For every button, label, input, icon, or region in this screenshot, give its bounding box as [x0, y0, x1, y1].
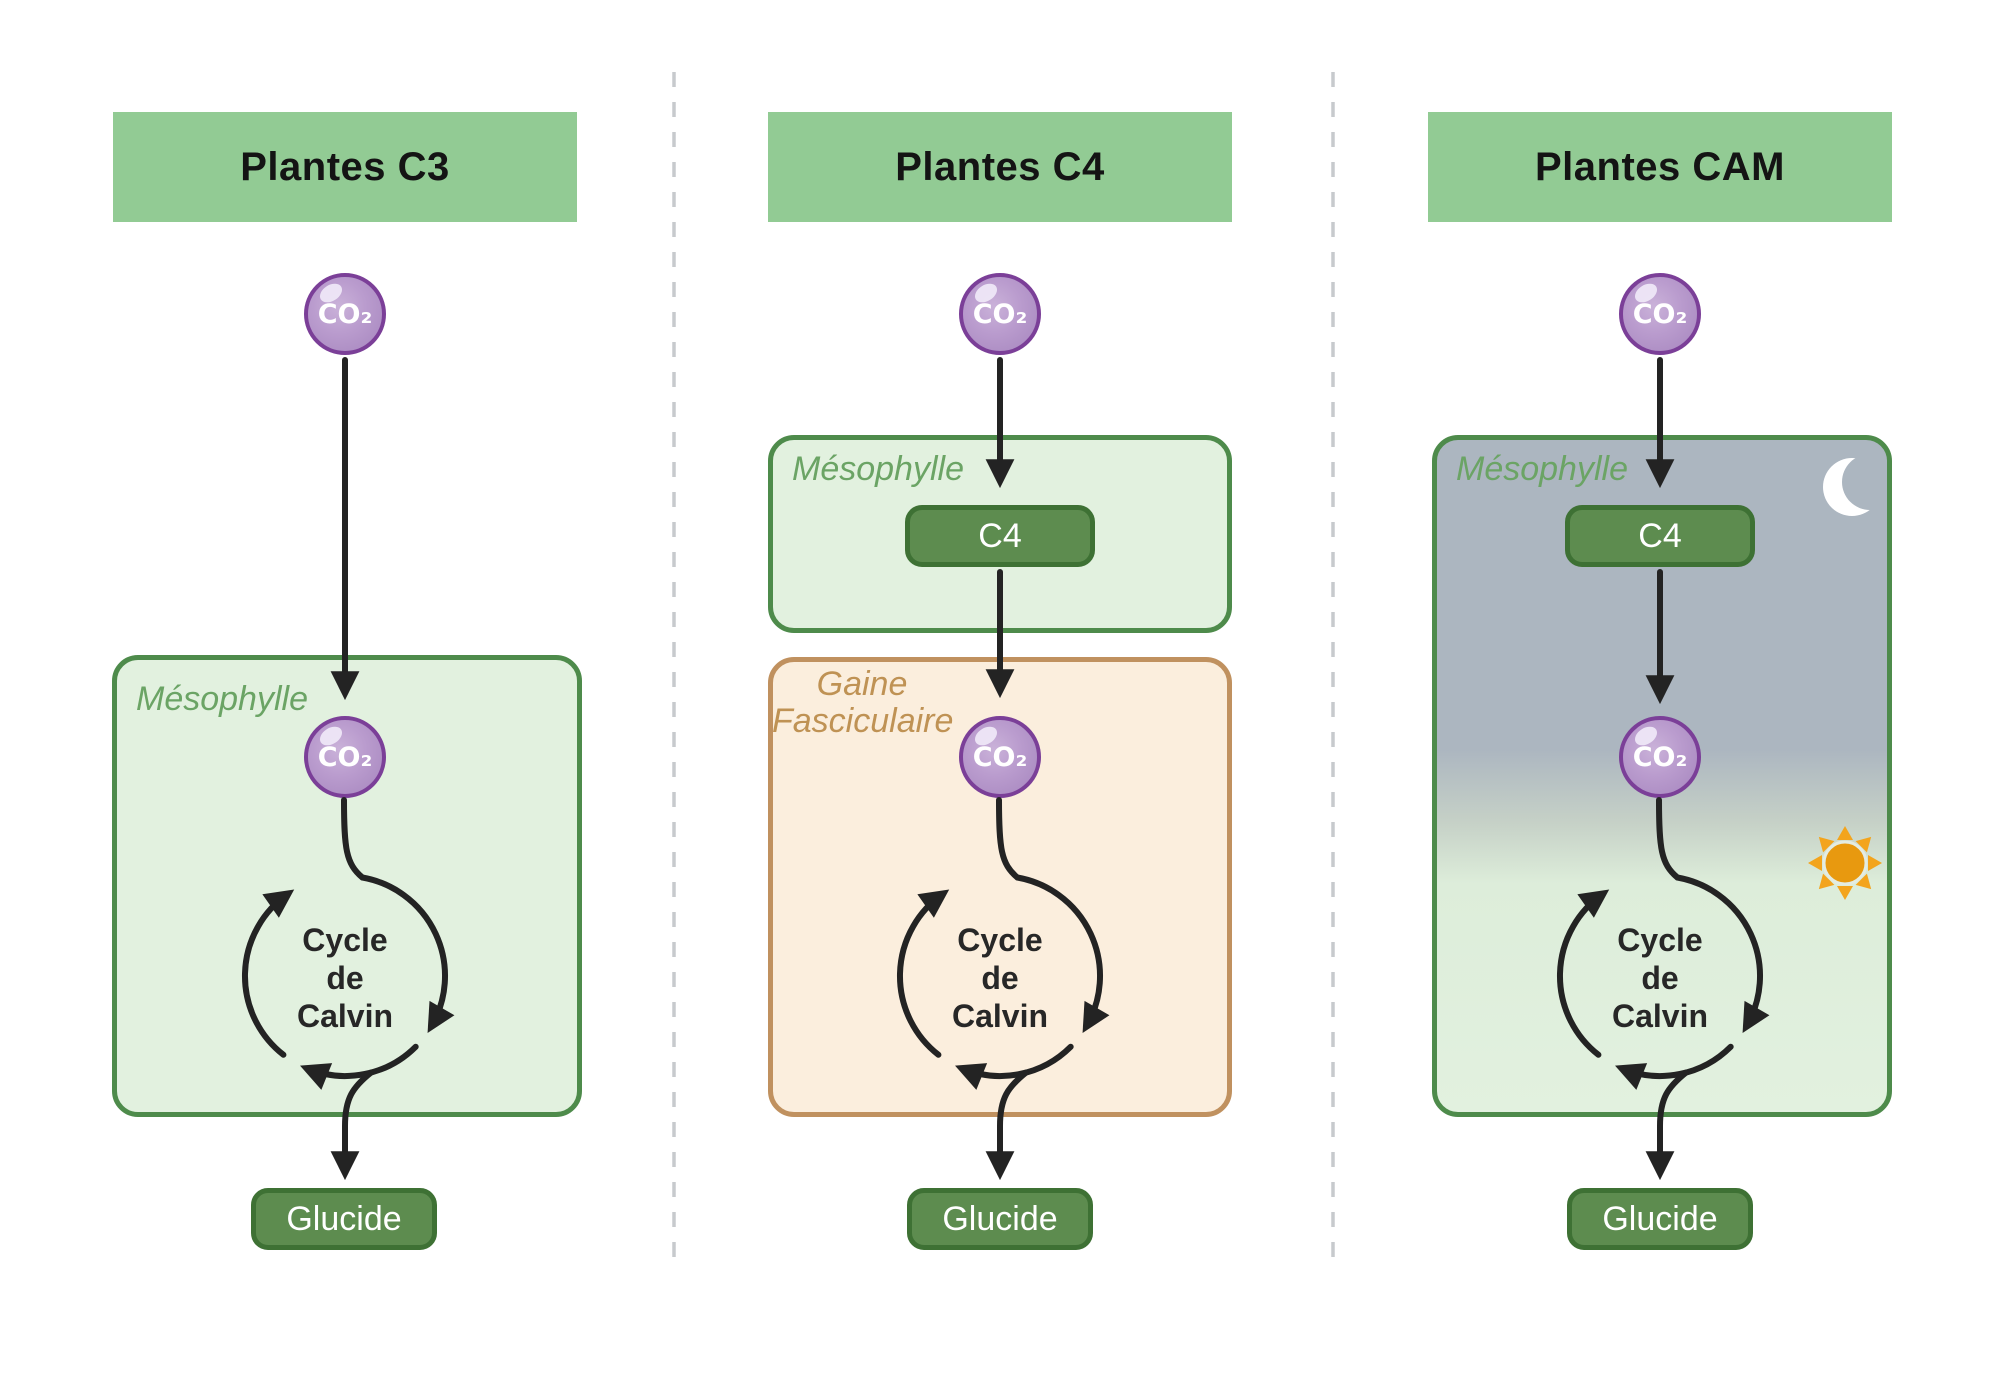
c4-header: Plantes C4	[768, 112, 1232, 222]
c3-co2-atmosphere-label: CO₂	[317, 298, 373, 330]
sun-core	[1822, 840, 1868, 886]
c4-glucide-pill: Glucide	[907, 1188, 1093, 1250]
cam-c4-molecule-pill: C4	[1565, 505, 1755, 567]
c3-glucide-label: Glucide	[286, 1199, 402, 1238]
cam-co2-atmosphere-molecule: CO₂	[1619, 273, 1701, 355]
c3-co2-internal-label: CO₂	[317, 741, 373, 773]
c4-co2-internal-label: CO₂	[972, 741, 1028, 773]
sun-icon	[1808, 826, 1882, 900]
moon-icon	[1823, 454, 1887, 516]
cam-mesophyll-label: Mésophylle	[1456, 450, 1628, 488]
c3-co2-atmosphere-molecule: CO₂	[304, 273, 386, 355]
cam-glucide-label: Glucide	[1602, 1199, 1718, 1238]
c4-molecule-pill: C4	[905, 505, 1095, 567]
cam-co2-internal-label: CO₂	[1632, 741, 1688, 773]
sun-rays	[1808, 826, 1882, 900]
c4-co2-atmosphere-label: CO₂	[972, 298, 1028, 330]
c4-title: Plantes C4	[895, 144, 1105, 189]
cam-co2-atmosphere-label: CO₂	[1632, 298, 1688, 330]
c3-title: Plantes C3	[240, 144, 450, 189]
c3-glucide-pill: Glucide	[251, 1188, 437, 1250]
c4-co2-internal-molecule: CO₂	[959, 716, 1041, 798]
c4-bundle-sheath-label: Gaine Fasciculaire	[772, 665, 954, 740]
c4-co2-atmosphere-molecule: CO₂	[959, 273, 1041, 355]
cam-title: Plantes CAM	[1535, 144, 1785, 189]
cam-calvin-cycle-label: Cycle de Calvin	[1611, 922, 1709, 1034]
c3-mesophyll-label: Mésophylle	[136, 680, 308, 718]
cam-c4-molecule-label: C4	[1638, 516, 1682, 555]
c4-calvin-cycle-label: Cycle de Calvin	[951, 922, 1049, 1034]
c4-mesophyll-label: Mésophylle	[792, 450, 964, 488]
c4-molecule-label: C4	[978, 516, 1022, 555]
cam-glucide-pill: Glucide	[1567, 1188, 1753, 1250]
c3-co2-internal-molecule: CO₂	[304, 716, 386, 798]
c4-glucide-label: Glucide	[942, 1199, 1058, 1238]
cam-co2-internal-molecule: CO₂	[1619, 716, 1701, 798]
c3-calvin-cycle-label: Cycle de Calvin	[296, 922, 394, 1034]
c3-header: Plantes C3	[113, 112, 577, 222]
cam-header: Plantes CAM	[1428, 112, 1892, 222]
